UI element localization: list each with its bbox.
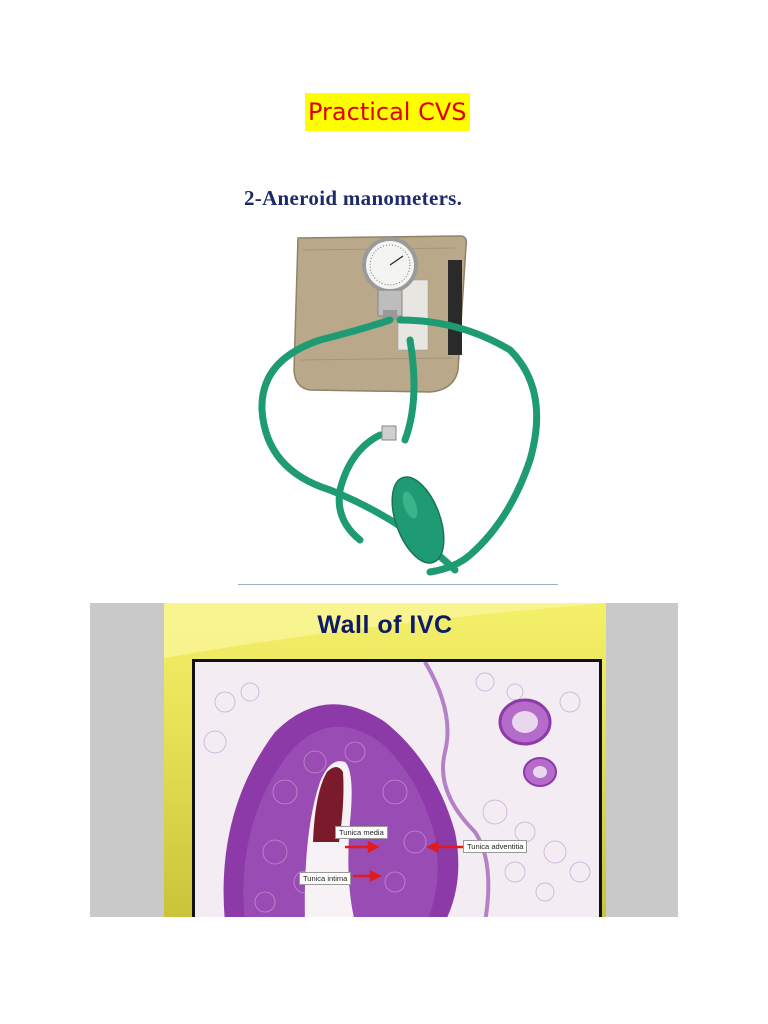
section-divider (238, 584, 558, 585)
label-tunica-adventitia: Tunica adventitia (463, 840, 528, 853)
label-tunica-media: Tunica media (335, 826, 388, 839)
label-tunica-intima: Tunica intima (299, 872, 352, 885)
aneroid-manometer-image (258, 235, 541, 576)
slide-title: Wall of IVC (317, 611, 453, 639)
slide-swoosh (164, 603, 606, 658)
slide1-heading: 2-Aneroid manometers. (244, 186, 463, 210)
slide-canvas: Wall of IVC (164, 603, 606, 917)
document-title: Practical CVS (305, 93, 470, 131)
micrograph-image: Tunica media Tunica adventitia Tunica in… (192, 659, 602, 917)
slide-ivc: Wall of IVC (90, 603, 678, 917)
